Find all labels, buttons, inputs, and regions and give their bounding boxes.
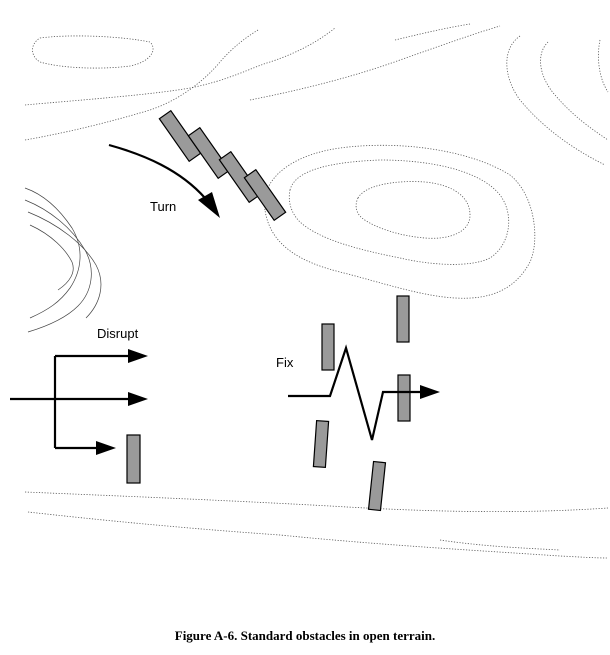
contour-bottom-3 <box>439 539 561 551</box>
fix-obstacle-group <box>312 295 411 512</box>
contour-bottom-1 <box>24 491 609 513</box>
contour-top-left-oval <box>32 35 154 69</box>
contour-hill-inner <box>355 181 471 239</box>
turn-obstacle-2 <box>187 126 231 180</box>
turn-obstacle-group <box>158 109 287 222</box>
fix-obstacle-3 <box>397 374 411 422</box>
contour-upper-ridge-1 <box>24 27 336 106</box>
disrupt-label: Disrupt <box>97 326 139 341</box>
turn-obstacle-1 <box>158 109 202 163</box>
contour-left-finger-1 <box>24 187 81 319</box>
fix-obstacle-1 <box>321 323 335 371</box>
fix-obstacle-5 <box>367 460 387 512</box>
fix-arrow <box>288 344 440 441</box>
contour-hill-middle <box>288 159 509 265</box>
fix-obstacle-4 <box>312 419 330 469</box>
turn-label: Turn <box>150 199 177 214</box>
contour-top-right-1 <box>394 23 471 41</box>
turn-obstacle-3 <box>218 150 262 204</box>
contour-upper-ridge-2 <box>24 29 259 141</box>
disrupt-obstacle <box>126 434 141 484</box>
contour-right-edge <box>598 39 609 93</box>
contour-left-finger-3 <box>27 211 102 319</box>
contour-right-inner <box>540 41 609 141</box>
disrupt-arrows <box>10 349 148 455</box>
turn-arrow <box>108 143 220 218</box>
contour-left-finger-2 <box>24 199 92 333</box>
contour-upper-ridge-3 <box>249 25 501 101</box>
fix-obstacle-2 <box>396 295 410 343</box>
contour-hill-outer <box>264 144 536 299</box>
figure-caption: Figure A-6. Standard obstacles in open t… <box>174 628 436 643</box>
turn-obstacle-4 <box>243 168 287 222</box>
contour-right-outer <box>506 35 606 166</box>
contour-left-finger-4 <box>29 224 74 291</box>
contour-bottom-2 <box>27 511 609 559</box>
fix-label: Fix <box>276 355 294 370</box>
contour-lines <box>24 23 609 559</box>
